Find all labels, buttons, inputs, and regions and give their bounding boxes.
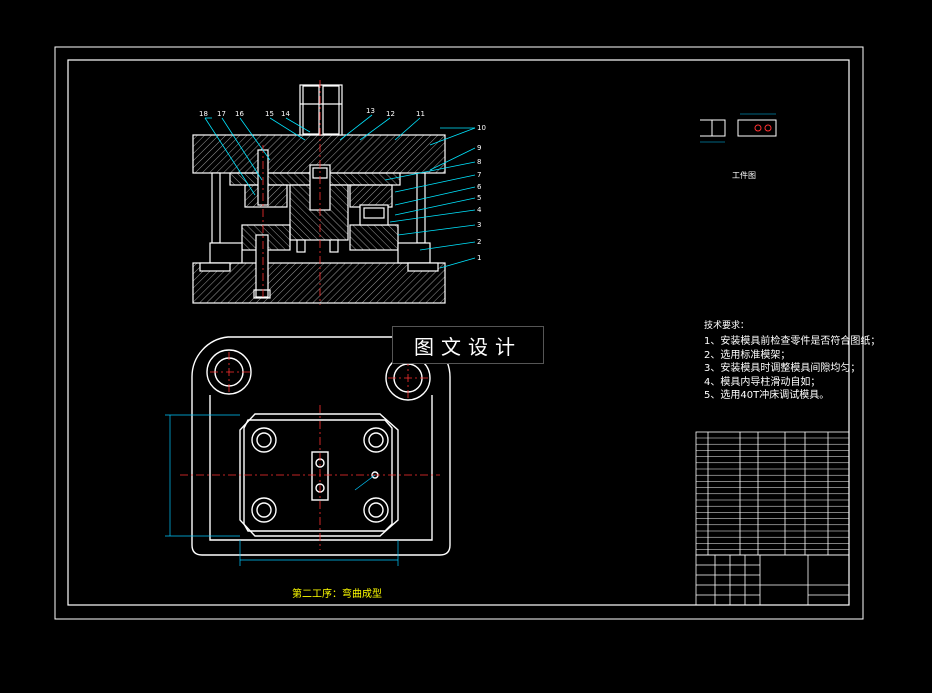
watermark-text: 图文设计: [414, 334, 522, 359]
plan-view: [191, 336, 451, 556]
tech-req-item: 3、安装模具时调整模具间隙均匀；: [704, 363, 861, 374]
part-number-label: 17: [217, 110, 226, 118]
part-number-label: 9: [477, 144, 482, 152]
inner-border: [67, 59, 850, 606]
part-number-label: 1: [477, 254, 482, 262]
leader-lines: [204, 114, 476, 269]
part-number-label: 15: [265, 110, 274, 118]
outer-border: [54, 46, 864, 620]
workpiece-dims: [700, 113, 776, 143]
part-number-label: 18: [199, 110, 208, 118]
part-number-label: 12: [386, 110, 395, 118]
tech-req-item: 1、安装模具前检查零件是否符合图纸；: [704, 336, 881, 347]
tech-req-item: 4、模具内导柱滑动自如；: [704, 376, 821, 388]
bom-rows: [696, 437, 849, 550]
dimension-lines: [165, 414, 399, 566]
part-number-label: 10: [477, 124, 486, 132]
part-number-label: 7: [477, 171, 482, 179]
part-number-label: 4: [477, 206, 482, 214]
workpiece-view: [700, 119, 777, 137]
part-number-label: 14: [281, 110, 290, 118]
tech-req-heading: 技术要求：: [704, 321, 750, 331]
tech-req-item: 2、选用标准模架；: [704, 349, 791, 361]
view-caption: 第二工序：弯曲成型: [292, 589, 382, 600]
part-number-label: 6: [477, 183, 482, 191]
center-lines-section: [262, 80, 321, 305]
bom-table: [695, 431, 850, 556]
part-number-label: 3: [477, 221, 482, 229]
part-number-label: 8: [477, 158, 482, 166]
workpiece-title: 工件图: [732, 171, 756, 180]
center-lines-plan: [180, 352, 440, 550]
part-number-label: 5: [477, 194, 482, 202]
part-number-label: 13: [366, 107, 375, 115]
part-number-label: 11: [416, 110, 425, 118]
part-number-label: 2: [477, 238, 482, 246]
title-block: [695, 554, 850, 606]
tech-req-item: 5、选用40T冲床调试模具。: [704, 390, 830, 401]
watermark: 图文设计: [392, 326, 544, 364]
section-view: [192, 84, 446, 304]
part-number-label: 16: [235, 110, 244, 118]
technical-requirements: 技术要求： 1、安装模具前检查零件是否符合图纸； 2、选用标准模架； 3、安装模…: [704, 318, 880, 403]
